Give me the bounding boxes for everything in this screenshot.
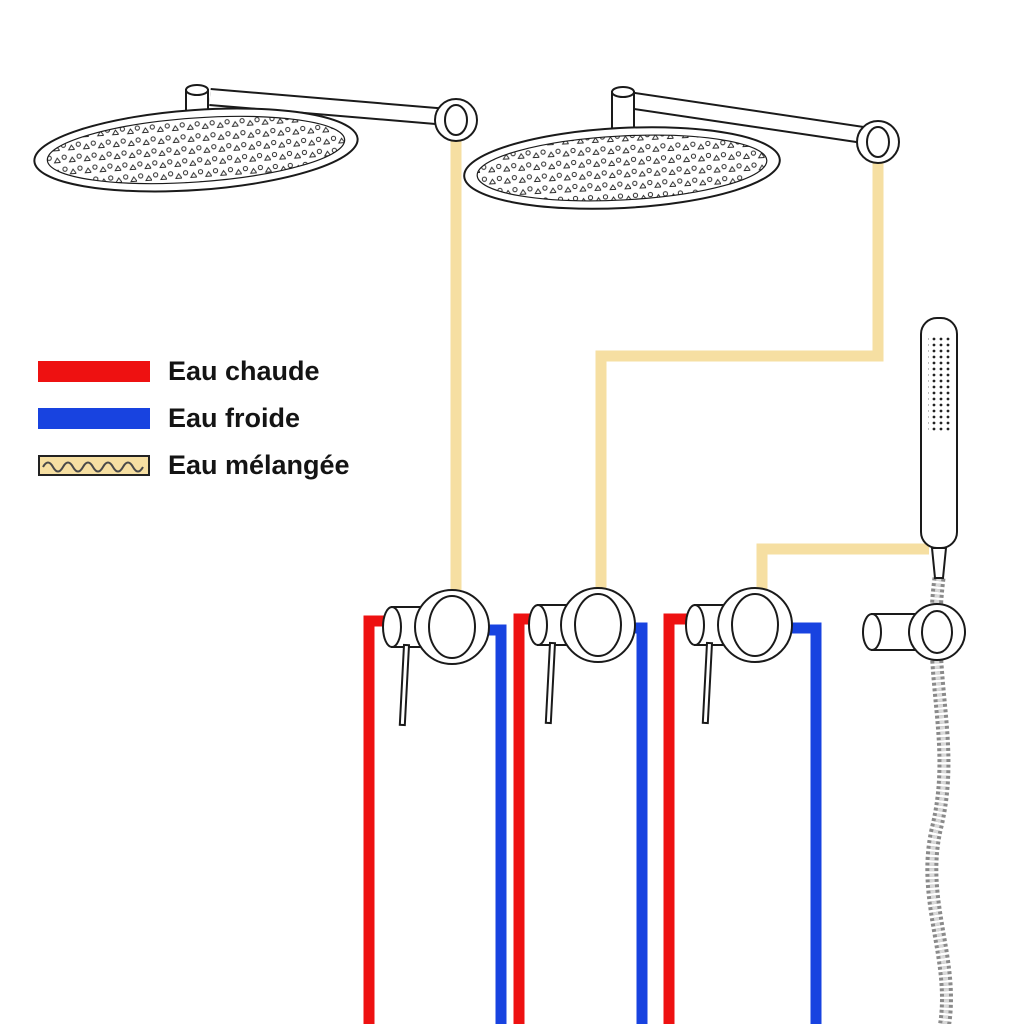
cold-water-pipes bbox=[476, 622, 822, 1024]
legend-label-hot: Eau chaude bbox=[168, 355, 320, 386]
legend-item-cold: Eau froide bbox=[38, 402, 350, 433]
mixer-lever-icon bbox=[544, 641, 557, 725]
wall-flange-left-icon bbox=[434, 98, 478, 142]
legend: Eau chaude Eau froide Eau mélangée bbox=[38, 355, 350, 499]
shower-head-right-icon bbox=[463, 126, 781, 210]
mixer-lever-icon bbox=[701, 641, 714, 725]
hot-water-swatch-icon bbox=[38, 360, 150, 382]
legend-item-mixed: Eau mélangée bbox=[38, 449, 350, 480]
shower-head-left-icon bbox=[33, 107, 359, 193]
cold-pipe-mixer-1 bbox=[476, 624, 507, 1024]
cold-water-swatch-icon bbox=[38, 407, 150, 429]
wall-flange-right-icon bbox=[856, 120, 900, 164]
hot-pipe-mixer-1 bbox=[363, 615, 428, 1024]
mixed-water-swatch-icon bbox=[38, 454, 150, 476]
cold-pipe-mixer-2 bbox=[620, 622, 648, 1024]
legend-item-hot: Eau chaude bbox=[38, 355, 350, 386]
rain-shower-left bbox=[33, 84, 478, 193]
mixer-lever-icon bbox=[398, 643, 411, 727]
handheld-wand-icon bbox=[920, 317, 958, 579]
mixer-valve-3 bbox=[685, 587, 793, 725]
legend-label-cold: Eau froide bbox=[168, 402, 301, 433]
rain-shower-right bbox=[463, 86, 900, 210]
handheld-shower bbox=[862, 317, 966, 1024]
mixer-valve-1 bbox=[382, 589, 490, 727]
wall-holder-icon bbox=[862, 603, 966, 661]
mixed-water-pipes bbox=[450, 140, 929, 600]
mixed-pipe-to-mixer-2 bbox=[595, 160, 884, 596]
shower-arm-left-icon bbox=[185, 84, 449, 126]
mixer-valve-2 bbox=[528, 587, 636, 725]
hot-pipe-mixer-2 bbox=[513, 613, 574, 1024]
mixed-pipe-to-mixer-3 bbox=[756, 543, 929, 598]
cold-pipe-mixer-3 bbox=[778, 622, 822, 1024]
legend-label-mixed: Eau mélangée bbox=[168, 449, 350, 480]
hot-pipe-mixer-3 bbox=[663, 613, 730, 1024]
